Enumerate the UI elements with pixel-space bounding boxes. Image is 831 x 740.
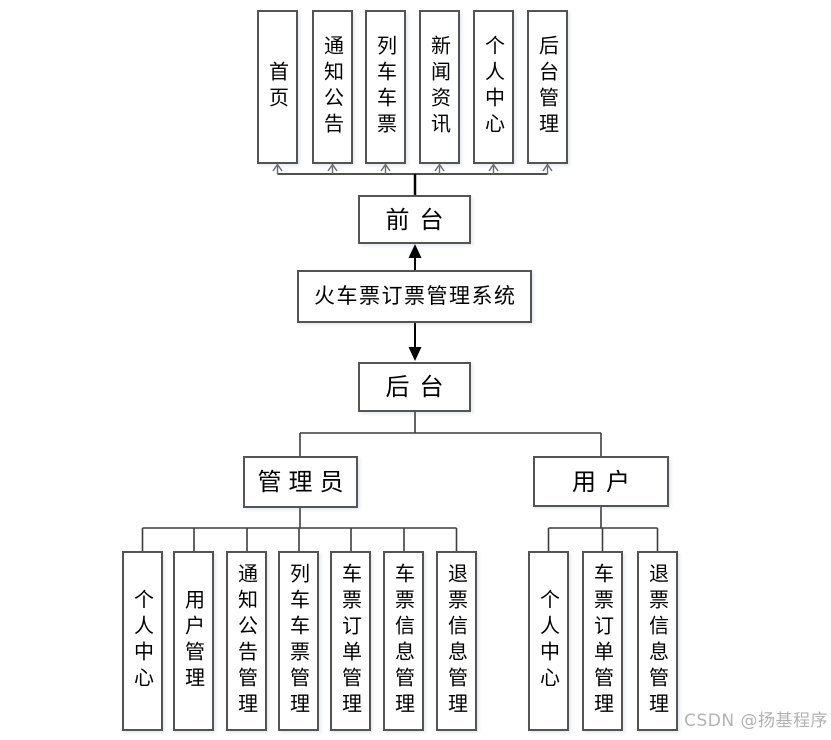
admin-module-refund-info-management: 退票信息管理 (436, 551, 477, 731)
system-title-node: 火车票订票管理系统 (297, 270, 532, 323)
front-node: 前台 (358, 195, 471, 244)
front-module-news: 新闻资讯 (419, 10, 460, 164)
up-arrow-icon (408, 244, 422, 270)
up-arrow-icon (272, 163, 553, 174)
front-module-train-tickets: 列车车票 (365, 10, 406, 164)
admin-module-ticket-order-management: 车票订单管理 (330, 551, 371, 731)
user-node: 用户 (533, 456, 669, 507)
front-module-notice-announcement: 通知公告 (312, 10, 353, 164)
admin-module-notice-management: 通知公告管理 (226, 551, 267, 731)
user-module-personal-center: 个人中心 (528, 551, 569, 731)
admin-node: 管理员 (243, 456, 358, 508)
admin-module-ticket-info-management: 车票信息管理 (383, 551, 424, 731)
front-module-home: 首页 (257, 10, 298, 164)
admin-branch-lines (141, 508, 458, 551)
admin-module-train-ticket-management: 列车车票管理 (278, 551, 319, 731)
back-node: 后台 (358, 362, 471, 412)
admin-module-user-management: 用户管理 (173, 551, 214, 731)
user-module-ticket-order-management: 车票订单管理 (582, 551, 623, 731)
front-module-backend-management: 后台管理 (527, 10, 568, 164)
user-branch-lines (547, 507, 659, 551)
admin-module-personal-center: 个人中心 (122, 551, 163, 731)
user-module-refund-info-management: 退票信息管理 (637, 551, 678, 731)
back-branch-lines (299, 412, 602, 456)
csdn-watermark: CSDN @扬基程序 (684, 711, 828, 731)
front-module-personal-center: 个人中心 (473, 10, 514, 164)
down-arrow-icon (408, 323, 422, 361)
